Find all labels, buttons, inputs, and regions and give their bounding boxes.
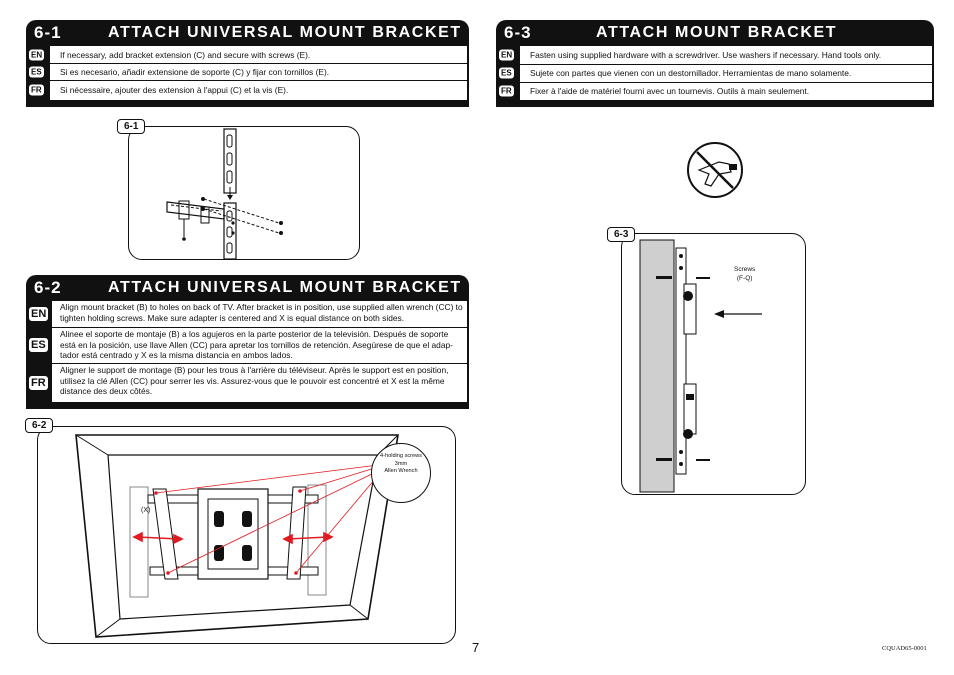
instruction-text: If necessary, add bracket extension (C) … [60, 49, 311, 60]
lang-badge-es: ES [499, 67, 514, 79]
no-power-tools-icon [687, 142, 743, 198]
section-number: 6-2 [34, 278, 62, 297]
lang-badge-fr: FR [29, 375, 48, 390]
lang-badge-en: EN [29, 49, 45, 60]
section-number: 6-1 [34, 23, 62, 42]
page-number: 7 [472, 640, 480, 655]
instruction-text: Aligner le support de montage (B) pour l… [60, 365, 449, 396]
instruction-row-es: ES Sujete con partes que vienen con un d… [496, 64, 932, 83]
section-title: ATTACH MOUNT BRACKET [596, 24, 838, 41]
instruction-row-en: EN Fasten using supplied hardware with a… [496, 46, 932, 65]
lang-badge-en: EN [499, 49, 515, 61]
figure-6-3-label: 6-3 [607, 227, 636, 242]
callout-line: 4-holding screws [380, 453, 422, 459]
section-number: 6-3 [504, 23, 532, 42]
screws-label-line: Screws [734, 266, 756, 273]
lang-badge-es: ES [29, 338, 48, 352]
section-6-3-header: 6-3 ATTACH MOUNT BRACKET [496, 20, 934, 46]
document-code: CQUAD65-0001 [882, 645, 927, 652]
instruction-row-en: EN If necessary, add bracket extension (… [26, 46, 467, 64]
instruction-text: Sujete con partes que vienen con un dest… [530, 67, 852, 78]
section-title: ATTACH UNIVERSAL MOUNT BRACKET [108, 279, 462, 296]
wall-mount-side-illustration [639, 239, 762, 493]
section-6-3-instructions: EN Fasten using supplied hardware with a… [496, 46, 934, 107]
lang-badge-es: ES [29, 66, 44, 77]
x-distance-label: (X) [141, 507, 151, 514]
section-6-2-header: 6-2 ATTACH UNIVERSAL MOUNT BRACKET [26, 275, 469, 301]
instruction-row-fr: FR Si nécessaire, ajouter des extension … [26, 80, 467, 100]
figure-6-3: Screws (F-Q) [621, 233, 806, 495]
section-6-2-instructions: EN Align mount bracket (B) to holes on b… [26, 301, 469, 409]
instruction-text: Si es necesario, añadir extensione de so… [60, 66, 330, 77]
instruction-row-es: ES Alinee el soporte de montaje (B) a lo… [26, 327, 467, 364]
section-title: ATTACH UNIVERSAL MOUNT BRACKET [108, 24, 462, 41]
callout-line: Allen Wrench [384, 468, 418, 474]
lang-badge-fr: FR [29, 84, 44, 96]
allen-wrench-callout: 4-holding screws 3mm Allen Wrench [371, 443, 431, 503]
section-6-1-header: 6-1 ATTACH UNIVERSAL MOUNT BRACKET [26, 20, 469, 46]
instruction-text: Fasten using supplied hardware with a sc… [530, 49, 882, 60]
instruction-row-en: EN Align mount bracket (B) to holes on b… [26, 301, 467, 328]
callout-line: 3mm [394, 460, 408, 467]
figure-6-1 [128, 126, 360, 260]
instruction-text: Fixer à l'aide de matériel fourni avec u… [530, 85, 810, 96]
instruction-text: Align mount bracket (B) to holes on back… [60, 302, 463, 323]
instruction-text: Si nécessaire, ajouter des extension à l… [60, 84, 289, 95]
section-6-1-instructions: EN If necessary, add bracket extension (… [26, 46, 469, 107]
bracket-extension-illustration [166, 128, 283, 260]
figure-6-2: 4-holding screws 3mm Allen Wrench (X) [37, 426, 456, 644]
tv-back-bracket-illustration [75, 434, 399, 638]
instruction-row-fr: FR Aligner le support de montage (B) pou… [26, 363, 467, 402]
instruction-text: Alinee el soporte de montaje (B) a los a… [60, 329, 453, 360]
lang-badge-fr: FR [499, 85, 514, 97]
screws-label-line: (F-Q) [736, 274, 753, 282]
figure-6-1-label: 6-1 [117, 119, 146, 134]
figure-6-2-label: 6-2 [25, 418, 54, 433]
lang-badge-en: EN [29, 307, 49, 321]
instruction-row-es: ES Si es necesario, añadir extensione de… [26, 63, 467, 81]
screws-label: Screws (F-Q) [734, 266, 755, 283]
instruction-row-fr: FR Fixer à l'aide de matériel fourni ave… [496, 82, 932, 100]
